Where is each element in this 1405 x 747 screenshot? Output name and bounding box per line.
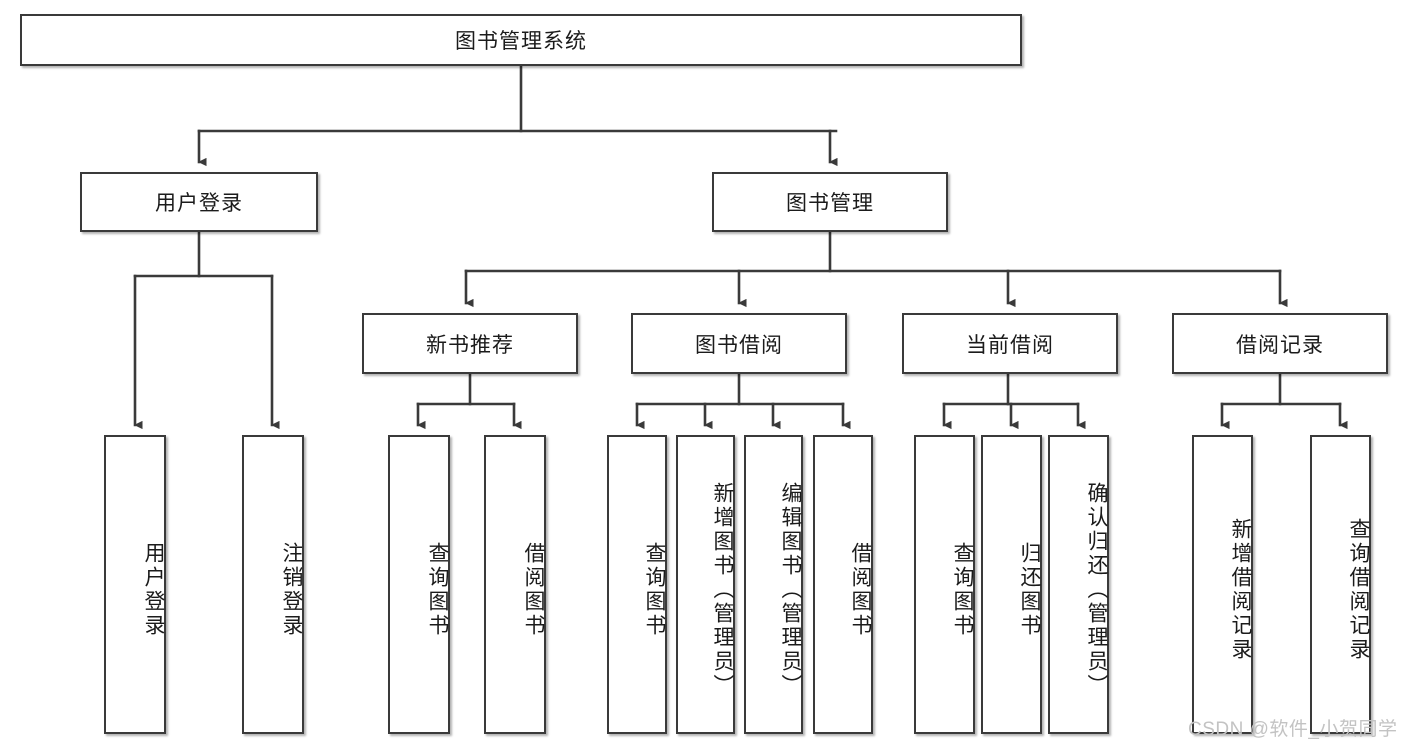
node-new-book-recommend[interactable]: 新书推荐 <box>362 313 578 374</box>
node-label: 查询图书 <box>643 541 666 638</box>
node-label: 查询图书 <box>951 541 974 638</box>
node-label: 确认归还（管理员） <box>1085 481 1108 698</box>
leaf-query-borrow-record[interactable]: 查询借阅记录 <box>1310 435 1371 734</box>
node-label: 图书管理系统 <box>455 30 587 53</box>
leaf-borrow-book-recommend[interactable]: 借阅图书 <box>484 435 546 734</box>
node-user-login[interactable]: 用户登录 <box>80 172 318 232</box>
leaf-edit-book-admin[interactable]: 编辑图书（管理员） <box>744 435 803 734</box>
node-label: 借阅记录 <box>1236 333 1324 357</box>
node-current-borrow[interactable]: 当前借阅 <box>902 313 1118 374</box>
node-label: 新增借阅记录 <box>1229 517 1252 662</box>
leaf-return-book[interactable]: 归还图书 <box>981 435 1042 734</box>
node-label: 图书借阅 <box>695 333 783 357</box>
node-label: 图书管理 <box>786 192 874 215</box>
node-label: 借阅图书 <box>849 541 872 638</box>
node-root-system[interactable]: 图书管理系统 <box>20 14 1022 66</box>
node-label: 借阅图书 <box>522 541 545 638</box>
node-label: 新增图书（管理员） <box>711 481 734 698</box>
node-label: 新书推荐 <box>426 333 514 357</box>
leaf-query-book-recommend[interactable]: 查询图书 <box>388 435 450 734</box>
node-label: 当前借阅 <box>966 333 1054 357</box>
leaf-confirm-return-admin[interactable]: 确认归还（管理员） <box>1048 435 1109 734</box>
leaf-add-borrow-record[interactable]: 新增借阅记录 <box>1192 435 1253 734</box>
leaf-query-book-borrow[interactable]: 查询图书 <box>607 435 667 734</box>
leaf-user-login[interactable]: 用户登录 <box>104 435 166 734</box>
watermark-csdn: CSDN @软件_小贺同学 <box>1188 719 1398 740</box>
leaf-query-book-current[interactable]: 查询图书 <box>914 435 975 734</box>
node-label: 编辑图书（管理员） <box>779 481 802 698</box>
node-label: 用户登录 <box>142 541 165 638</box>
leaf-borrow-book[interactable]: 借阅图书 <box>813 435 873 734</box>
node-label: 查询借阅记录 <box>1347 517 1370 662</box>
node-label: 用户登录 <box>155 192 243 215</box>
node-label: 归还图书 <box>1018 541 1041 638</box>
leaf-logout[interactable]: 注销登录 <box>242 435 304 734</box>
leaf-add-book-admin[interactable]: 新增图书（管理员） <box>676 435 735 734</box>
node-borrow-record[interactable]: 借阅记录 <box>1172 313 1388 374</box>
node-book-borrow[interactable]: 图书借阅 <box>631 313 847 374</box>
node-label: 注销登录 <box>280 541 303 638</box>
node-book-management[interactable]: 图书管理 <box>712 172 948 232</box>
node-label: 查询图书 <box>426 541 449 638</box>
